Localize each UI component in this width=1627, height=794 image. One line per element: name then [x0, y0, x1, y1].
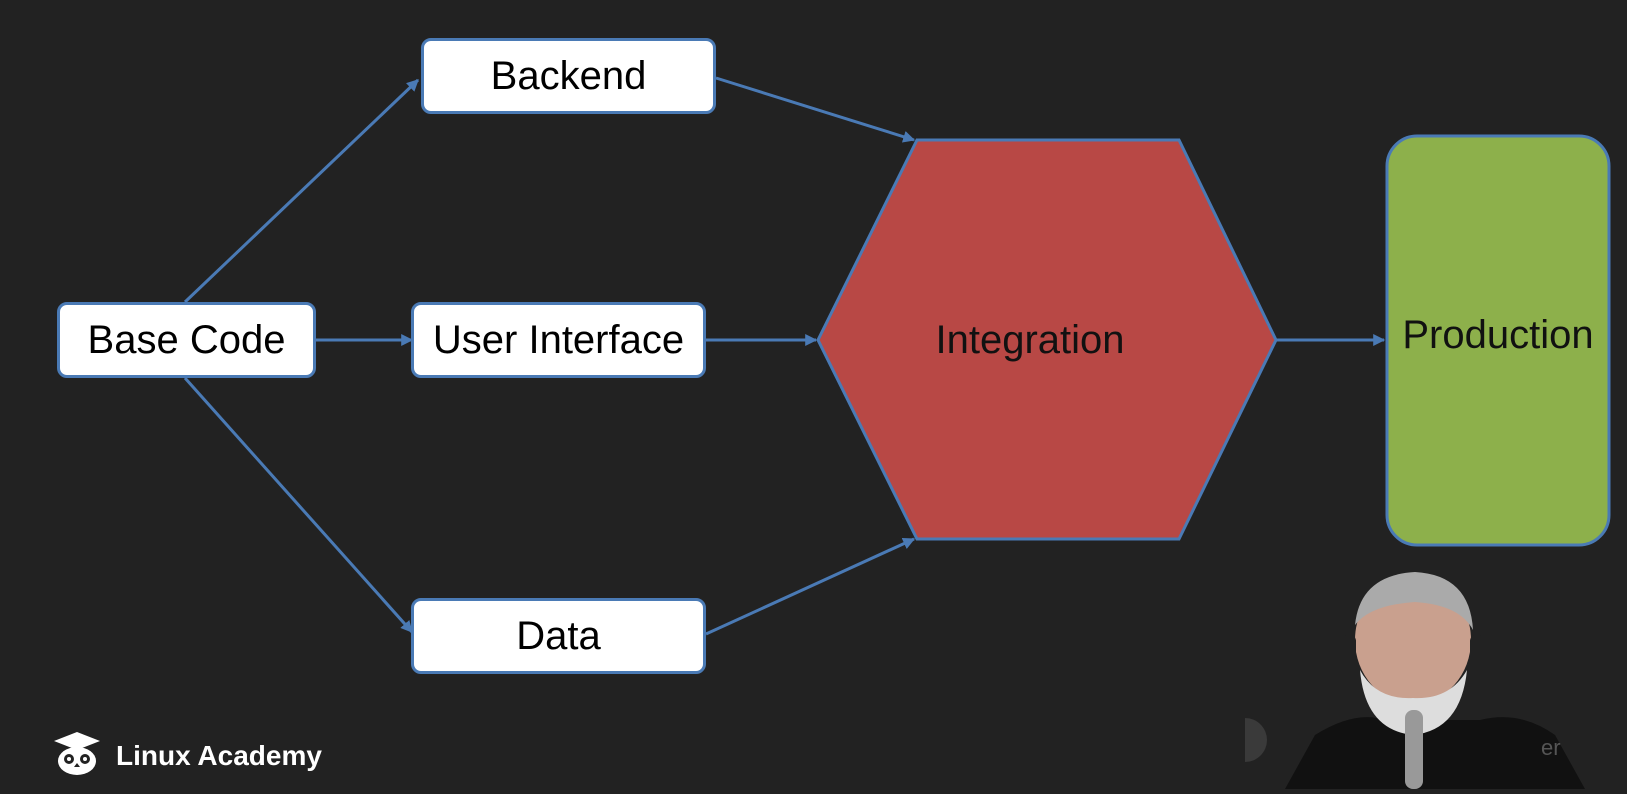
edge-backend-to-integration — [715, 76, 916, 143]
production-label: Production — [1402, 312, 1594, 357]
data-node: Data — [411, 598, 706, 674]
presenter-webcam-video: er — [1223, 570, 1627, 789]
owl-graduation-cap-icon — [52, 730, 102, 781]
edge-base-to-data — [183, 377, 414, 633]
backend-label: Backend — [490, 53, 647, 98]
edge-data-to-integration — [705, 537, 916, 636]
backend-node: Backend — [421, 38, 716, 114]
data-label: Data — [516, 613, 601, 658]
linux-academy-logo: Linux Academy — [52, 730, 322, 781]
base-code-label: Base Code — [87, 317, 286, 362]
edge-base-to-backend — [183, 78, 420, 304]
user-interface-label: User Interface — [432, 317, 685, 362]
logo-text: Linux Academy — [116, 739, 322, 771]
integration-hexagon — [816, 138, 1278, 541]
base-code-node: Base Code — [57, 302, 316, 378]
production-box — [1385, 134, 1611, 547]
watermark-text: er — [1541, 735, 1561, 760]
user-interface-node: User Interface — [411, 302, 706, 378]
integration-label: Integration — [935, 317, 1125, 362]
